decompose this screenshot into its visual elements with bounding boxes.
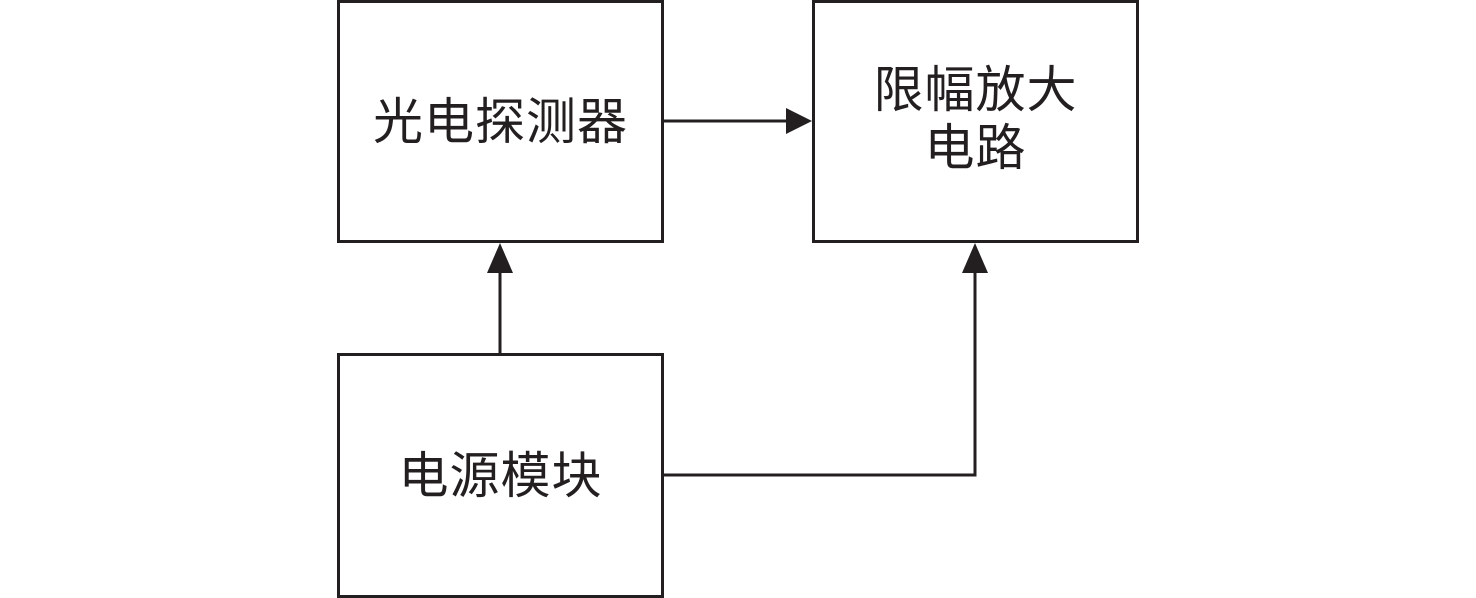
arrow-power-to-amplifier <box>664 243 988 477</box>
photodetector-label: 光电探测器 <box>373 92 628 151</box>
arrow-power-to-photodetector <box>487 243 513 353</box>
power-module-block: 电源模块 <box>337 353 664 598</box>
limiting-amplifier-block: 限幅放大 电路 <box>812 0 1139 243</box>
arrow-photodetector-to-amplifier <box>664 108 812 134</box>
photodetector-block: 光电探测器 <box>337 0 664 243</box>
power-module-label: 电源模块 <box>398 446 603 505</box>
limiting-amplifier-label: 限幅放大 电路 <box>873 60 1078 177</box>
